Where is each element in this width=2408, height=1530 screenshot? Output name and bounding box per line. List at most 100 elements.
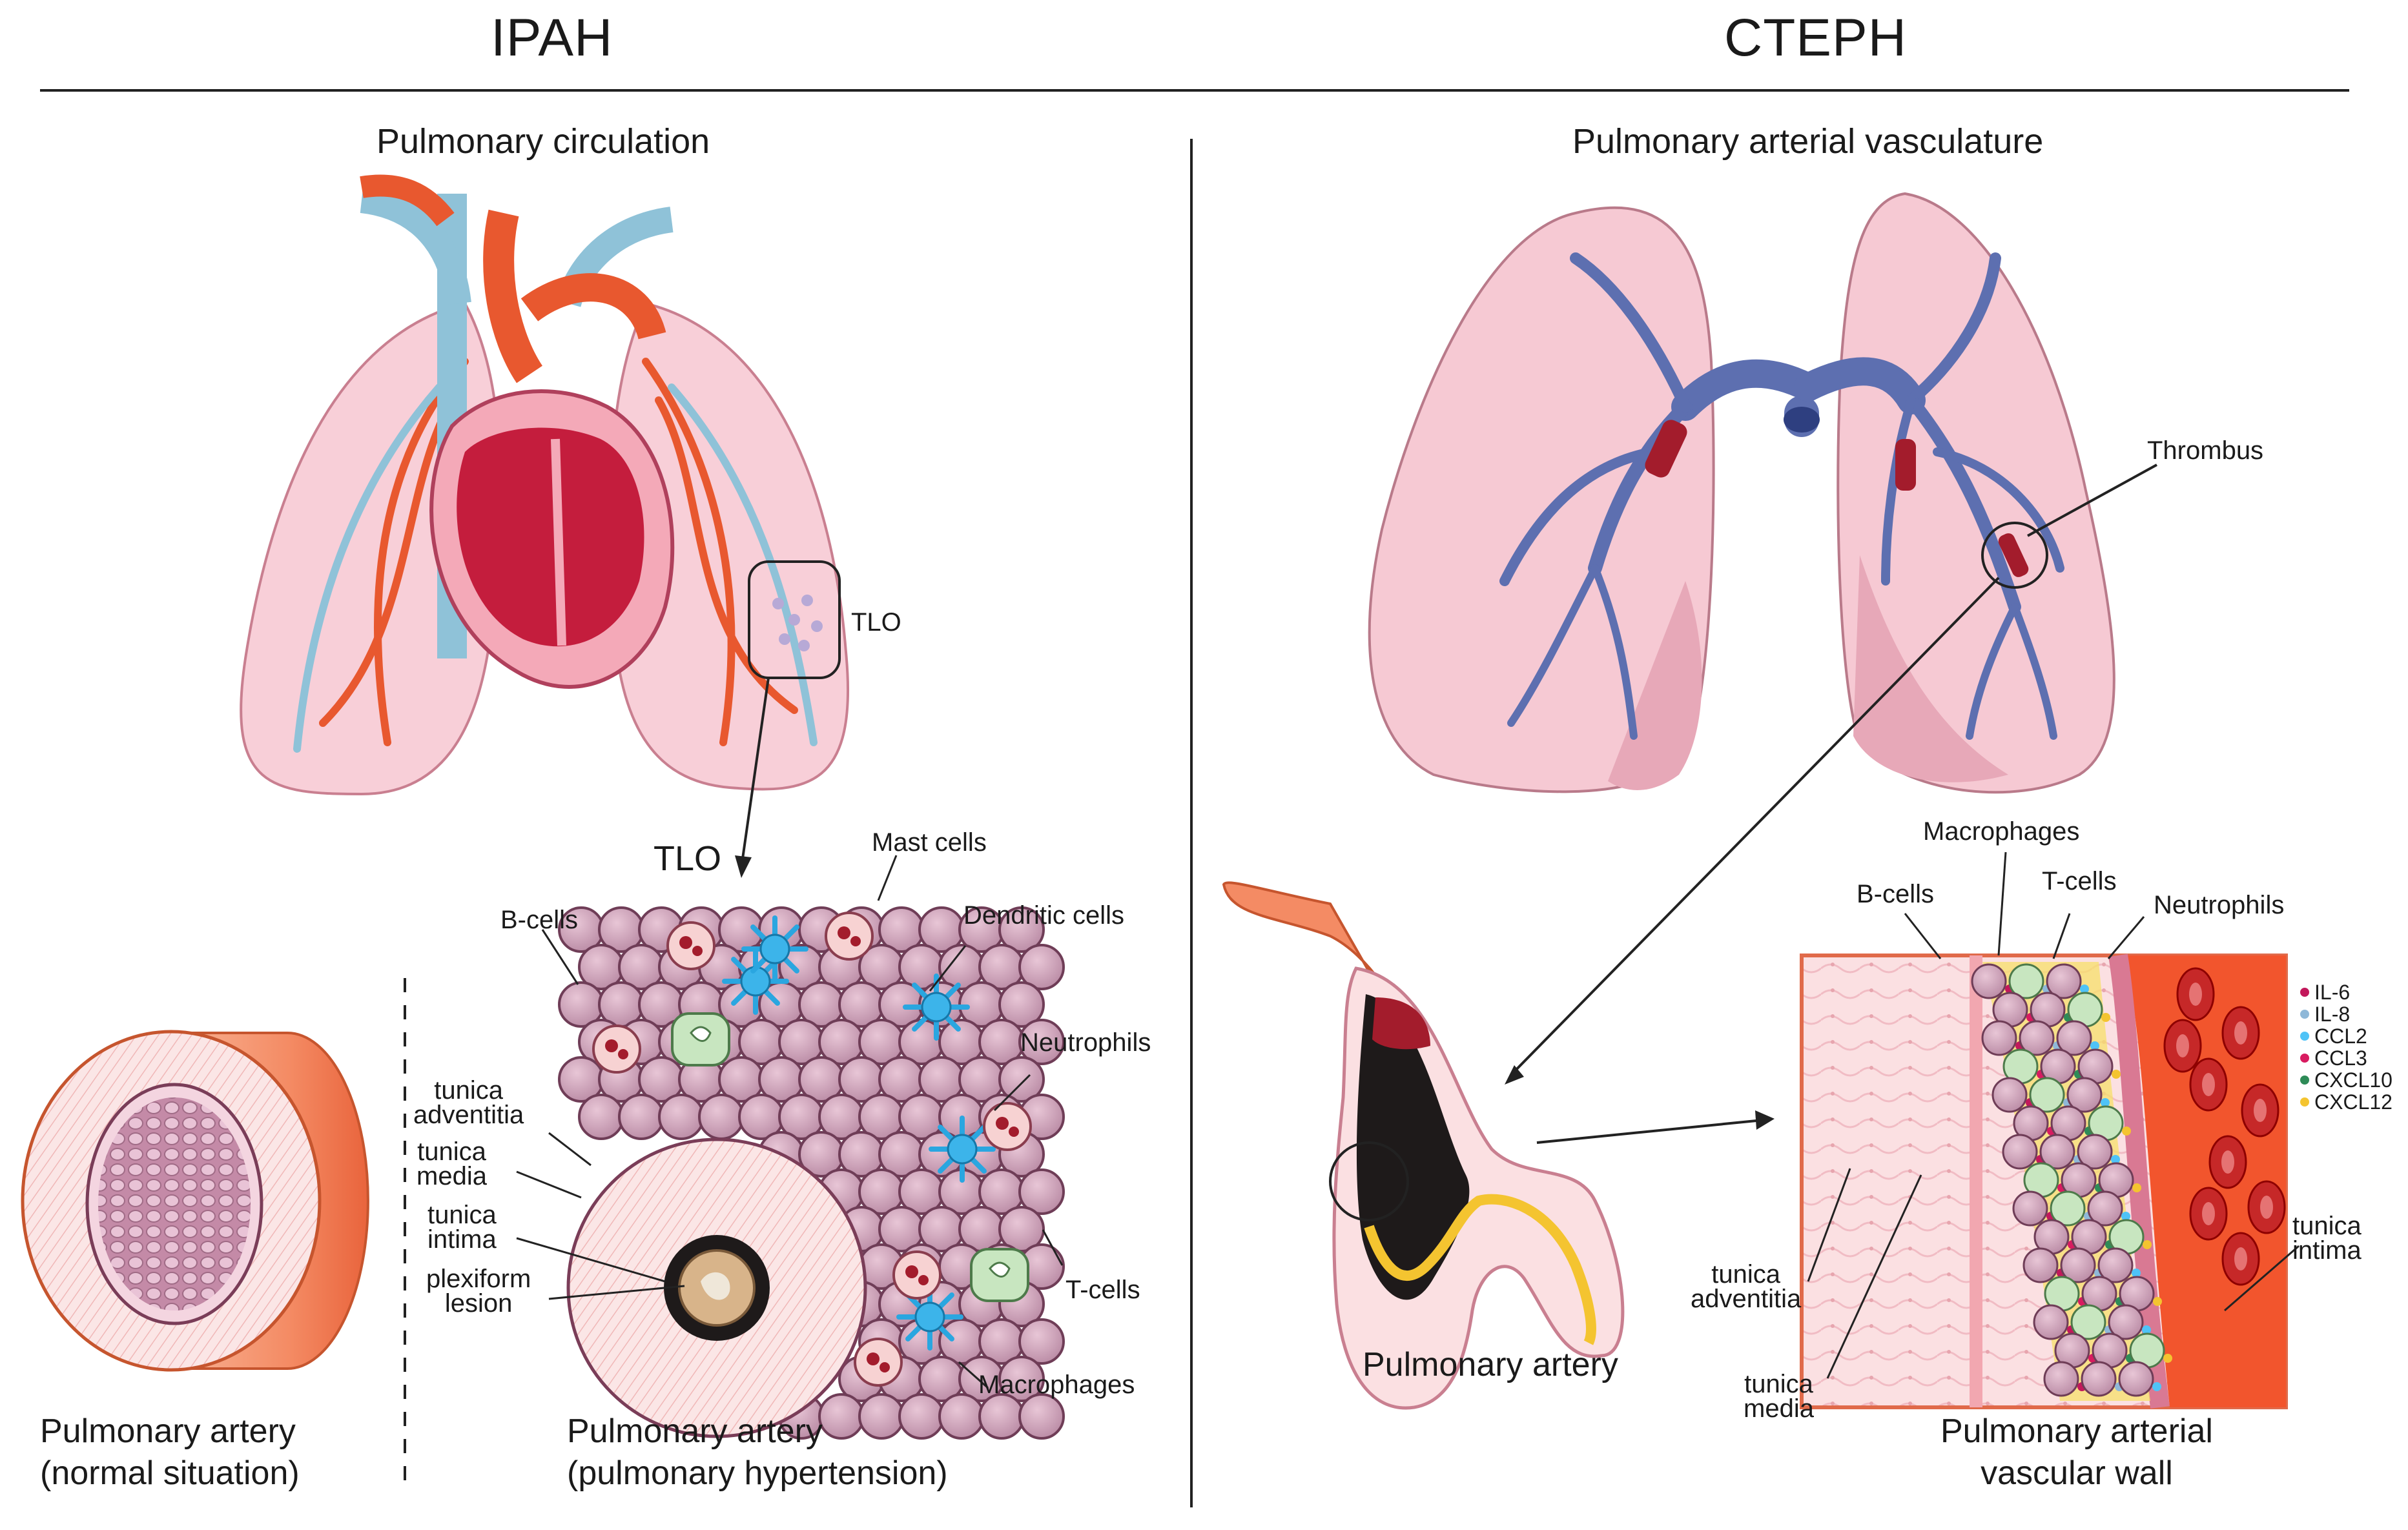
leader-lines <box>516 852 2300 1389</box>
r-tunica-intima-label: tunica intima <box>2292 1212 2362 1265</box>
wall-lymphocyte <box>2012 1190 2048 1227</box>
caption-vascular-wall: Pulmonary arterial vascular wall <box>1940 1413 2213 1492</box>
wall-macrophage <box>2008 963 2044 999</box>
wall-lymphocyte <box>2056 1020 2092 1056</box>
cytokine-dot <box>2143 1240 2152 1249</box>
cytokine-dot <box>2132 1269 2141 1278</box>
granule <box>918 1275 929 1285</box>
wall-lymphocyte <box>2081 1361 2117 1397</box>
ph-artery-illustration <box>558 906 1065 1440</box>
lymphocyte-cell <box>998 1356 1045 1402</box>
wall-lymphocyte <box>1981 1020 2017 1056</box>
wall-lymphocyte <box>1971 963 2007 999</box>
lymphocyte-cell <box>998 1056 1045 1103</box>
cytokine-dot <box>2163 1354 2172 1363</box>
t-cells-label: T-cells <box>1065 1276 1140 1304</box>
r-t-cells-label: T-cells <box>2042 867 2117 895</box>
tunica-intima-label: tunica intima <box>427 1201 497 1254</box>
wall-macrophage <box>2029 1077 2065 1113</box>
legend-label: CCL2 <box>2314 1024 2367 1048</box>
cytokine-dot <box>2112 1070 2121 1079</box>
rbc-center <box>2254 1099 2267 1122</box>
legend-item: CXCL10 <box>2300 1068 2393 1092</box>
wall-lymphocyte <box>2019 1020 2055 1056</box>
granule <box>880 1362 890 1372</box>
granule <box>605 1039 618 1052</box>
legend-dot <box>2300 1076 2309 1085</box>
wall-lymphocyte <box>2118 1361 2154 1397</box>
legend-dot <box>2300 988 2309 997</box>
cytokine-dot <box>2142 1325 2151 1334</box>
rbc-center <box>2260 1196 2273 1219</box>
red-blood-cells <box>2163 967 2286 1286</box>
dendritic-nucleus <box>947 1134 978 1165</box>
wall-lymphocyte <box>2066 1077 2103 1113</box>
legend-item: IL-8 <box>2300 1002 2393 1026</box>
cytokine-dot <box>2101 1013 2110 1022</box>
tlo-cell-cluster <box>558 906 1065 1440</box>
caption-pulmonary-artery: Pulmonary artery <box>1363 1346 1618 1383</box>
legend-dot <box>2300 1054 2309 1063</box>
r-neutrophils-label: Neutrophils <box>2154 891 2285 919</box>
pulmonary-arterial-vasculature-title: Pulmonary arterial vasculature <box>1572 122 2044 161</box>
macrophages-label: Macrophages <box>978 1371 1135 1399</box>
granule <box>692 946 703 956</box>
normal-artery-illustration <box>21 1030 369 1372</box>
lymphocyte-cell <box>1018 944 1065 990</box>
cytokine-dot <box>2153 1297 2162 1306</box>
lymphocyte-cell <box>978 1393 1025 1440</box>
granule <box>850 936 861 946</box>
pulmonary-circulation-title: Pulmonary circulation <box>376 122 710 161</box>
caption-ph-artery: Pulmonary artery (pulmonary hypertension… <box>567 1413 948 1492</box>
tlo-spot <box>772 595 823 651</box>
wall-macrophage <box>2070 1304 2106 1340</box>
tlo-box-label: TLO <box>851 608 901 637</box>
lymphocyte-cell <box>658 1094 705 1140</box>
r-b-cells-label: B-cells <box>1857 880 1935 908</box>
dendritic-nucleus <box>921 992 952 1023</box>
legend-item: IL-6 <box>2300 981 2393 1004</box>
dendritic-cell <box>722 948 789 1015</box>
legend-dot <box>2300 1097 2309 1107</box>
wall-lymphocyte <box>2039 1134 2075 1170</box>
rbc-center <box>2202 1202 2215 1225</box>
rbc-center <box>2176 1034 2189 1057</box>
lymphocyte-cell <box>618 1094 664 1140</box>
wall-macrophage <box>2050 1190 2086 1227</box>
legend-label: CCL3 <box>2314 1046 2367 1070</box>
lungs-vasculature-illustration <box>1368 192 2157 1085</box>
granule <box>838 926 850 939</box>
cytokine-dot <box>2090 1041 2099 1050</box>
rbc-center <box>2202 1073 2215 1096</box>
rbc-center <box>2189 983 2202 1006</box>
rbc-center <box>2234 1247 2247 1270</box>
macrophage-nucleus <box>690 1026 712 1042</box>
caption-normal-artery: Pulmonary artery (normal situation) <box>40 1413 300 1492</box>
legend-label: IL-8 <box>2314 1002 2351 1026</box>
macrophage-nucleus <box>989 1261 1011 1278</box>
cytokine-legend: IL-6 IL-8 CCL2 CCL3 CXCL10 CXCL12 <box>2300 981 2393 1114</box>
dendritic-nucleus <box>914 1301 945 1332</box>
lymphocyte-cell <box>1018 1393 1065 1440</box>
wall-lymphocyte <box>2022 1247 2059 1283</box>
cytokine-dot <box>2132 1183 2141 1192</box>
lymphocyte-cell <box>1018 1019 1065 1065</box>
artery-segment-illustration <box>1222 881 1775 1410</box>
wall-lymphocyte <box>2108 1304 2144 1340</box>
legend-dot <box>2300 1032 2309 1041</box>
r-tunica-adventitia-label: tunica adventitia <box>1691 1260 1802 1313</box>
wall-lymphocyte <box>2046 963 2082 999</box>
dendritic-cell <box>903 974 970 1041</box>
granule <box>679 936 692 949</box>
heart-lungs-illustration <box>240 174 850 878</box>
legend-item: CXCL12 <box>2300 1090 2393 1114</box>
tlo-title: TLO <box>653 839 722 878</box>
rbc-center <box>2234 1021 2247 1045</box>
wall-lymphocyte <box>2077 1134 2113 1170</box>
lymphocyte-cell <box>698 1094 745 1140</box>
lymphocyte-cell <box>998 906 1045 953</box>
wall-lymphocyte <box>2043 1361 2079 1397</box>
left-panel-title: IPAH <box>491 8 613 67</box>
dendritic-cell <box>929 1116 996 1183</box>
